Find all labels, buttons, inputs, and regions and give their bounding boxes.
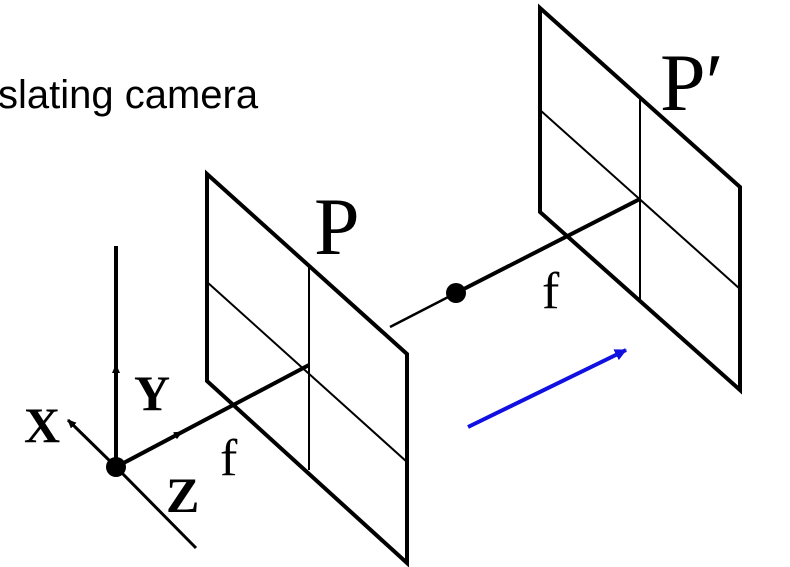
y-axis-label: Y: [134, 365, 170, 421]
camera-2-center-dot: [446, 283, 466, 303]
camera-1-center-dot: [106, 457, 126, 477]
camera-1-frame: [66, 246, 310, 550]
plane-p-prime-label: P′: [660, 37, 724, 128]
image-plane-p-frame: [205, 169, 409, 567]
optical-axis-2-thin: [389, 291, 457, 329]
translation-arrow: [467, 348, 627, 429]
x-axis-label: X: [24, 397, 60, 453]
image-plane-p-horizontal-divider: [206, 281, 408, 463]
z-axis-label: Z: [166, 467, 199, 523]
camera-2-frame: [389, 197, 641, 329]
image-plane-p-prime-frame: [538, 3, 742, 395]
focal-length-label-1: f: [220, 430, 238, 487]
optical-axis-1: [115, 363, 310, 469]
slide-title: slating camera: [0, 73, 259, 117]
optical-axis-1-arrow: [149, 430, 183, 451]
plane-p-label: P: [314, 181, 360, 272]
focal-length-label-2: f: [542, 263, 560, 320]
z-axis-line: [114, 465, 198, 550]
optical-axis-2-thick: [455, 197, 641, 295]
image-plane-p: [205, 169, 409, 567]
x-axis-arrow: [66, 418, 118, 469]
